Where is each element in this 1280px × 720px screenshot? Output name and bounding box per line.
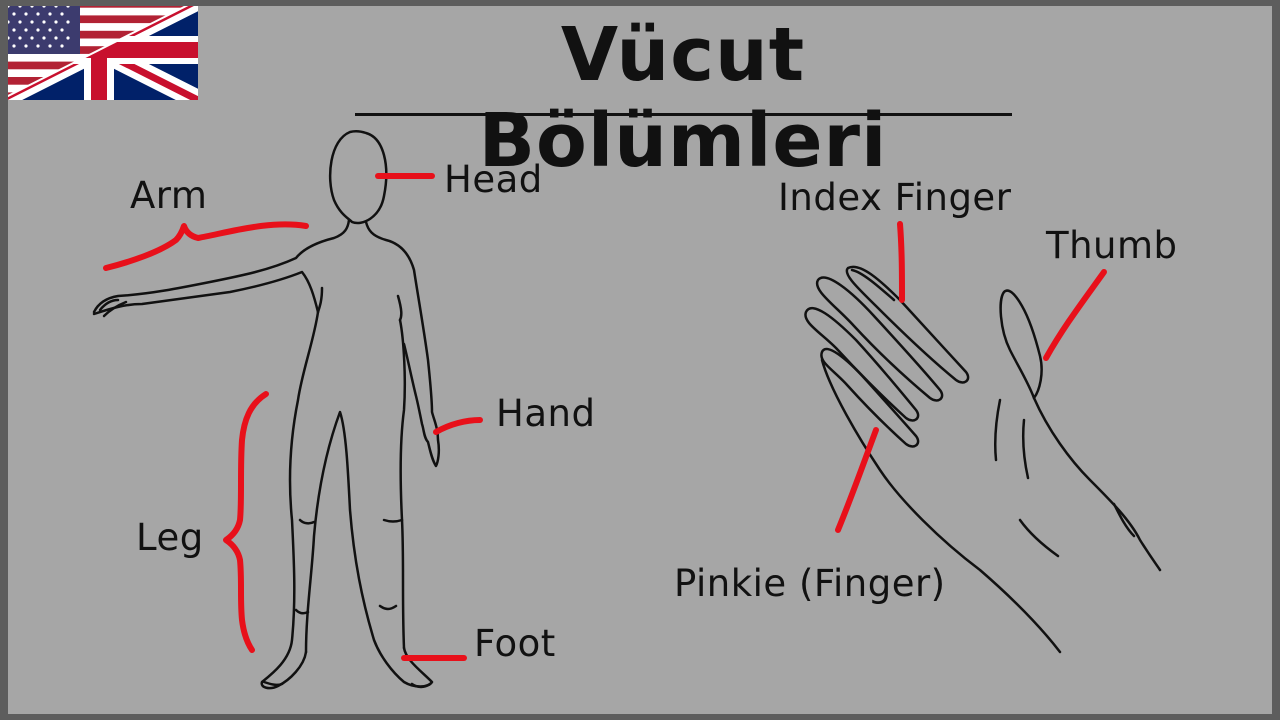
label-arm: Arm: [130, 174, 208, 217]
human-figure: [92, 130, 441, 690]
label-thumb: Thumb: [1046, 224, 1178, 267]
label-hand: Hand: [496, 392, 596, 435]
page-title: Vücut Bölümleri: [478, 12, 888, 184]
title-underline: [355, 113, 1012, 116]
whiteboard: Vücut Bölümleri: [8, 6, 1272, 714]
label-head: Head: [444, 158, 543, 201]
pointer-lines: [103, 172, 1107, 661]
body-illustration: [92, 130, 1162, 690]
label-pinkie: Pinkie (Finger): [674, 562, 946, 605]
label-index-finger: Index Finger: [778, 176, 1012, 219]
label-foot: Foot: [474, 622, 556, 665]
label-leg: Leg: [136, 516, 204, 559]
us-uk-flag-icon: [8, 6, 198, 100]
hand-drawing: [804, 265, 1162, 654]
